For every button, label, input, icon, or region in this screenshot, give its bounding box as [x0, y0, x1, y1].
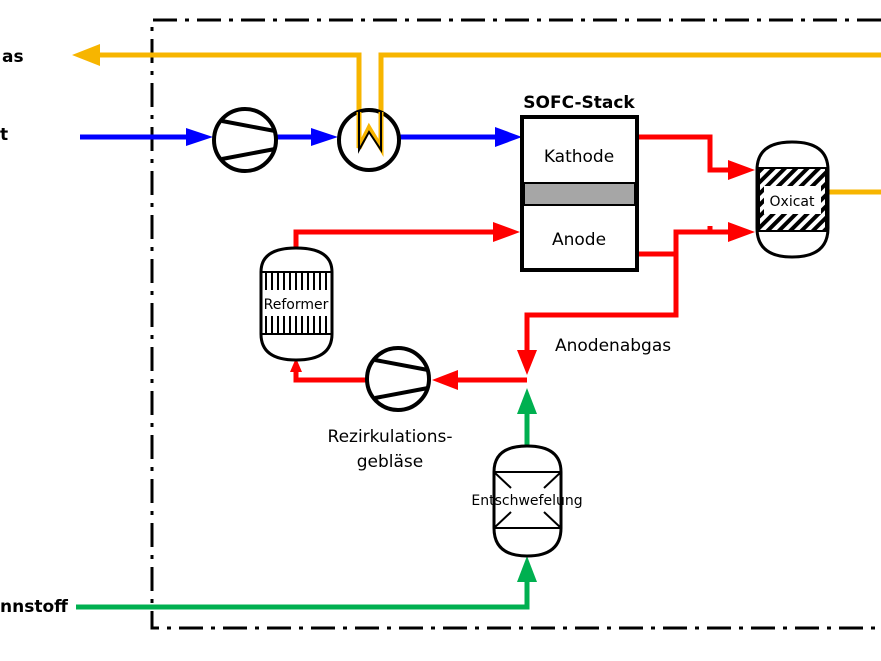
anode-label: Anode: [552, 230, 606, 250]
system-boundary: [150, 18, 881, 630]
reformer-tubes-bottom: [265, 316, 327, 334]
oxicat-label: Oxicat: [770, 194, 815, 210]
fuel-line: [76, 388, 537, 610]
geblaese-label-line1: Rezirkulations-: [328, 427, 453, 447]
reformer-label: Reformer: [264, 297, 329, 313]
reformer-tubes-top: [265, 272, 327, 290]
oxicat: Oxicat: [755, 140, 830, 259]
air-compressor: [212, 107, 278, 173]
stack-title: SOFC-Stack: [523, 93, 635, 113]
abgas-label: as: [2, 47, 24, 67]
desulfurization: Entschwefelung: [471, 444, 583, 558]
hot-gas-lines: [290, 134, 755, 390]
luft-label: t: [0, 125, 8, 145]
heat-exchanger: [337, 108, 401, 172]
entschwefelung-label: Entschwefelung: [471, 493, 582, 509]
air-line: [80, 127, 522, 147]
anodenabgas-label: Anodenabgas: [555, 336, 671, 356]
recirculation-blower: [365, 346, 431, 412]
brennstoff-label: nnstoff: [0, 597, 68, 617]
kathode-label: Kathode: [544, 147, 614, 167]
geblaese-label-line2: gebläse: [357, 452, 424, 472]
reformer: Reformer: [259, 246, 334, 362]
sofc-stack: SOFC-Stack Kathode Anode: [520, 93, 639, 272]
